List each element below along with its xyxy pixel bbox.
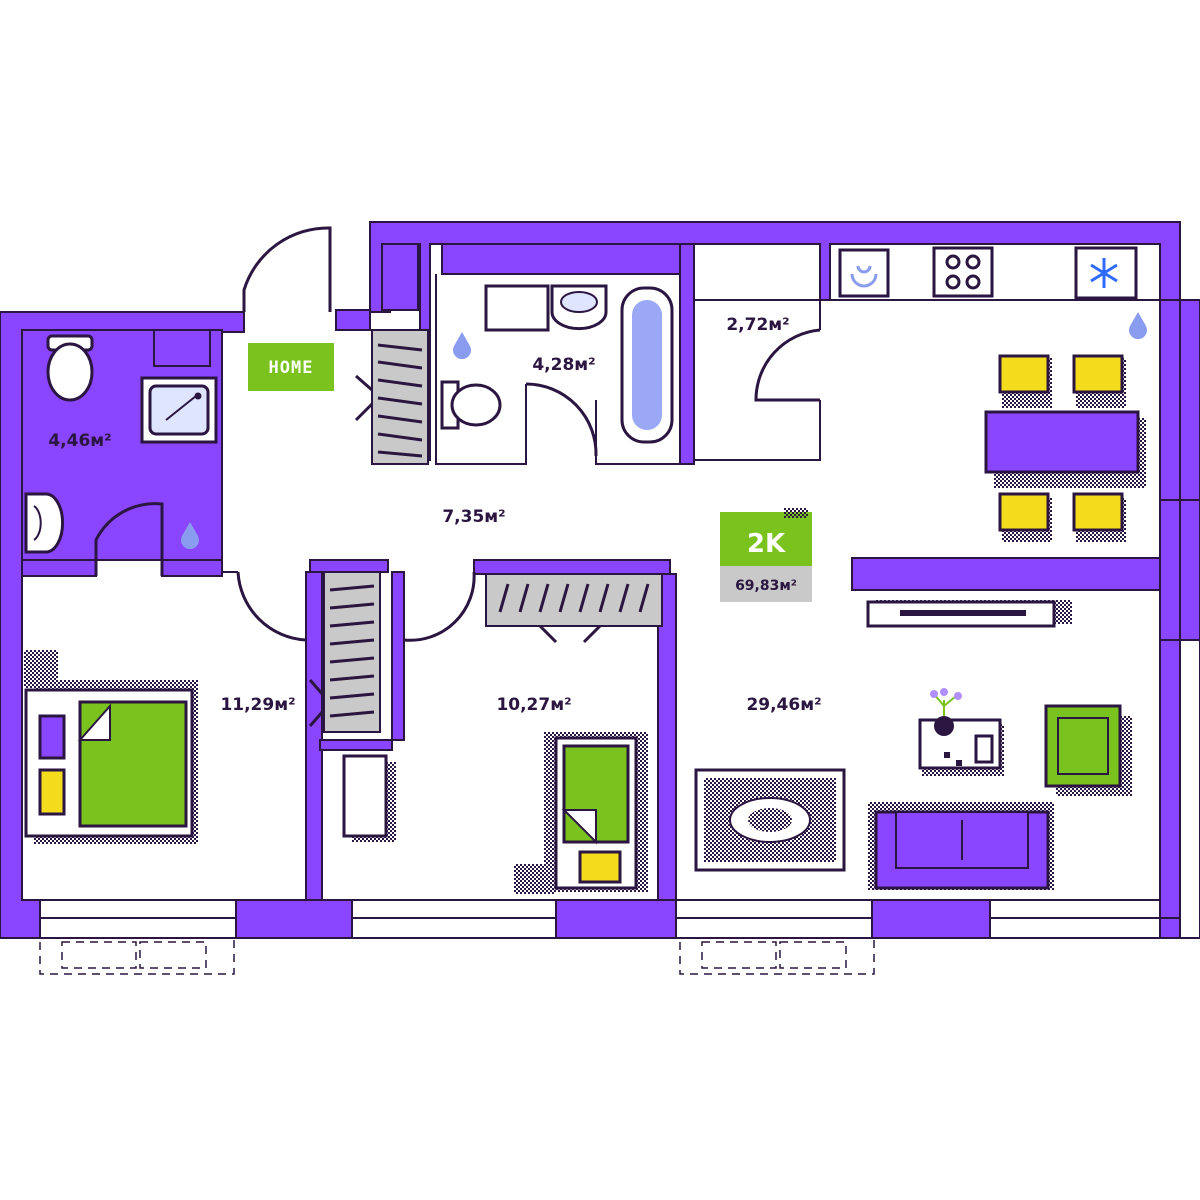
single-bed — [514, 732, 648, 894]
sink-icon — [850, 265, 878, 288]
snowflake-icon — [1090, 258, 1118, 288]
room-area-hallway: 7,35м² — [442, 507, 505, 527]
bathroom-left-fixtures — [24, 334, 218, 554]
room-area-bathroom-left: 4,46м² — [48, 431, 111, 451]
room-area-bathroom-center: 4,28м² — [532, 355, 595, 375]
apartment-type-badge: 2K 69,83м² — [720, 508, 812, 602]
armchair — [1044, 704, 1132, 796]
sofa — [868, 802, 1054, 890]
dining-set — [984, 354, 1146, 542]
doors — [94, 226, 821, 642]
apartment-type: 2K — [747, 529, 786, 559]
double-bed — [24, 650, 198, 844]
room-area-storage: 2,72м² — [726, 315, 789, 335]
coffee-table — [918, 718, 1004, 776]
tv-stand — [866, 600, 1072, 628]
water-drop-icon — [181, 522, 199, 550]
room-area-living-kitchen: 29,46м² — [746, 695, 821, 715]
wardrobe-kids — [485, 573, 663, 644]
outer-lines — [0, 244, 1200, 939]
wardrobe-bedroom — [308, 571, 381, 733]
room-area-kids-room: 10,27м² — [496, 695, 571, 715]
dresser — [342, 754, 396, 842]
water-drop-icon — [1129, 312, 1147, 340]
home-logo: HOME — [248, 343, 334, 391]
kitchen-fixtures — [838, 246, 1138, 300]
water-drop-icon — [453, 332, 471, 360]
balcony-outline — [39, 937, 875, 975]
home-logo-text: HOME — [269, 358, 314, 378]
carpet — [694, 768, 846, 872]
wardrobe-hall — [354, 329, 429, 465]
vase-icon — [930, 688, 962, 736]
bathroom-center-fixtures — [440, 284, 674, 444]
walls — [0, 221, 1200, 939]
room-area-bedroom: 11,29м² — [220, 695, 295, 715]
total-area: 69,83м² — [735, 578, 797, 594]
